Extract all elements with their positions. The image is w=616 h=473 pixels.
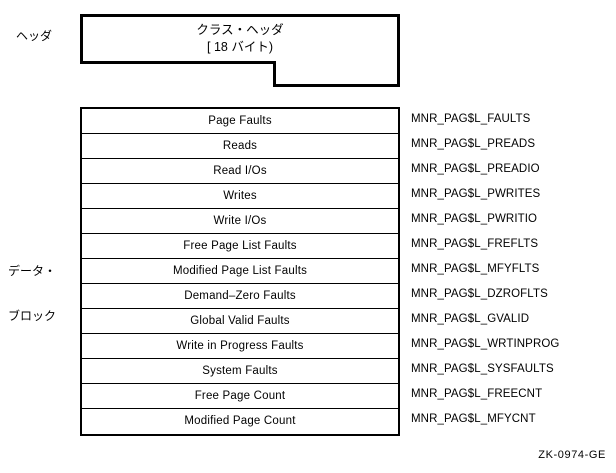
list-item: MNR_PAG$L_PREADS [411,132,616,157]
symbol-name: MNR_PAG$L_MFYFLTS [411,263,540,275]
list-item: MNR_PAG$L_FAULTS [411,107,616,132]
list-item: MNR_PAG$L_PWRITIO [411,207,616,232]
symbol-name-column: MNR_PAG$L_FAULTS MNR_PAG$L_PREADS MNR_PA… [411,107,616,432]
table-row: Read I/Os [82,159,398,184]
data-block-side-label-line1: データ・ [8,264,57,278]
field-name: Global Valid Faults [190,314,290,327]
list-item: MNR_PAG$L_PWRITES [411,182,616,207]
field-name: Page Faults [208,114,272,127]
table-row: Writes [82,184,398,209]
table-row: Modified Page Count [82,409,398,434]
field-name: Read I/Os [213,164,267,177]
symbol-name: MNR_PAG$L_GVALID [411,313,530,325]
field-name: Write in Progress Faults [176,339,304,352]
symbol-name: MNR_PAG$L_PREADS [411,138,536,150]
header-side-label: ヘッダ [16,29,53,43]
table-row: Write I/Os [82,209,398,234]
symbol-name: MNR_PAG$L_PWRITES [411,188,541,200]
field-name: Demand–Zero Faults [184,289,296,302]
field-name: Modified Page Count [184,415,296,427]
symbol-name: MNR_PAG$L_PWRITIO [411,213,538,225]
field-name: Modified Page List Faults [172,264,308,277]
symbol-name: MNR_PAG$L_FREFLTS [411,238,539,250]
list-item: MNR_PAG$L_SYSFAULTS [411,357,616,382]
list-item: MNR_PAG$L_FREECNT [411,382,616,407]
table-row: Free Page List Faults [82,234,398,259]
symbol-name: MNR_PAG$L_SYSFAULTS [411,363,554,375]
list-item: MNR_PAG$L_GVALID [411,307,616,332]
list-item: MNR_PAG$L_WRTINPROG [411,332,616,357]
table-row: Write in Progress Faults [82,334,398,359]
class-header-shape [80,14,400,87]
data-block-side-label-line2: ブロック [8,309,57,323]
header-outline-path [80,14,400,87]
list-item: MNR_PAG$L_MFYFLTS [411,257,616,282]
list-item: MNR_PAG$L_PREADIO [411,157,616,182]
table-row: Reads [82,134,398,159]
data-block-side-label: データ・ ブロック [8,234,78,354]
symbol-name: MNR_PAG$L_PREADIO [411,163,540,175]
list-item: MNR_PAG$L_DZROFLTS [411,282,616,307]
table-row: Demand–Zero Faults [82,284,398,309]
symbol-name: MNR_PAG$L_FREECNT [411,388,543,400]
list-item: MNR_PAG$L_MFYCNT [411,407,616,432]
field-name: Write I/Os [213,214,267,227]
symbol-name: MNR_PAG$L_FAULTS [411,113,531,125]
symbol-name: MNR_PAG$L_MFYCNT [411,413,536,425]
table-row: Modified Page List Faults [82,259,398,284]
field-name: Reads [222,139,258,152]
field-name: System Faults [202,364,278,377]
table-row: Free Page Count [82,384,398,409]
table-row: Global Valid Faults [82,309,398,334]
data-block-table: Page Faults Reads Read I/Os Writes Write… [80,107,400,436]
table-row: Page Faults [82,109,398,134]
field-name: Free Page List Faults [183,239,297,252]
table-row: System Faults [82,359,398,384]
field-name: Writes [223,189,257,202]
field-name: Free Page Count [194,389,286,402]
figure-id-label: ZK-0974-GE [538,449,606,461]
symbol-name: MNR_PAG$L_DZROFLTS [411,288,548,300]
list-item: MNR_PAG$L_FREFLTS [411,232,616,257]
symbol-name: MNR_PAG$L_WRTINPROG [411,338,560,350]
